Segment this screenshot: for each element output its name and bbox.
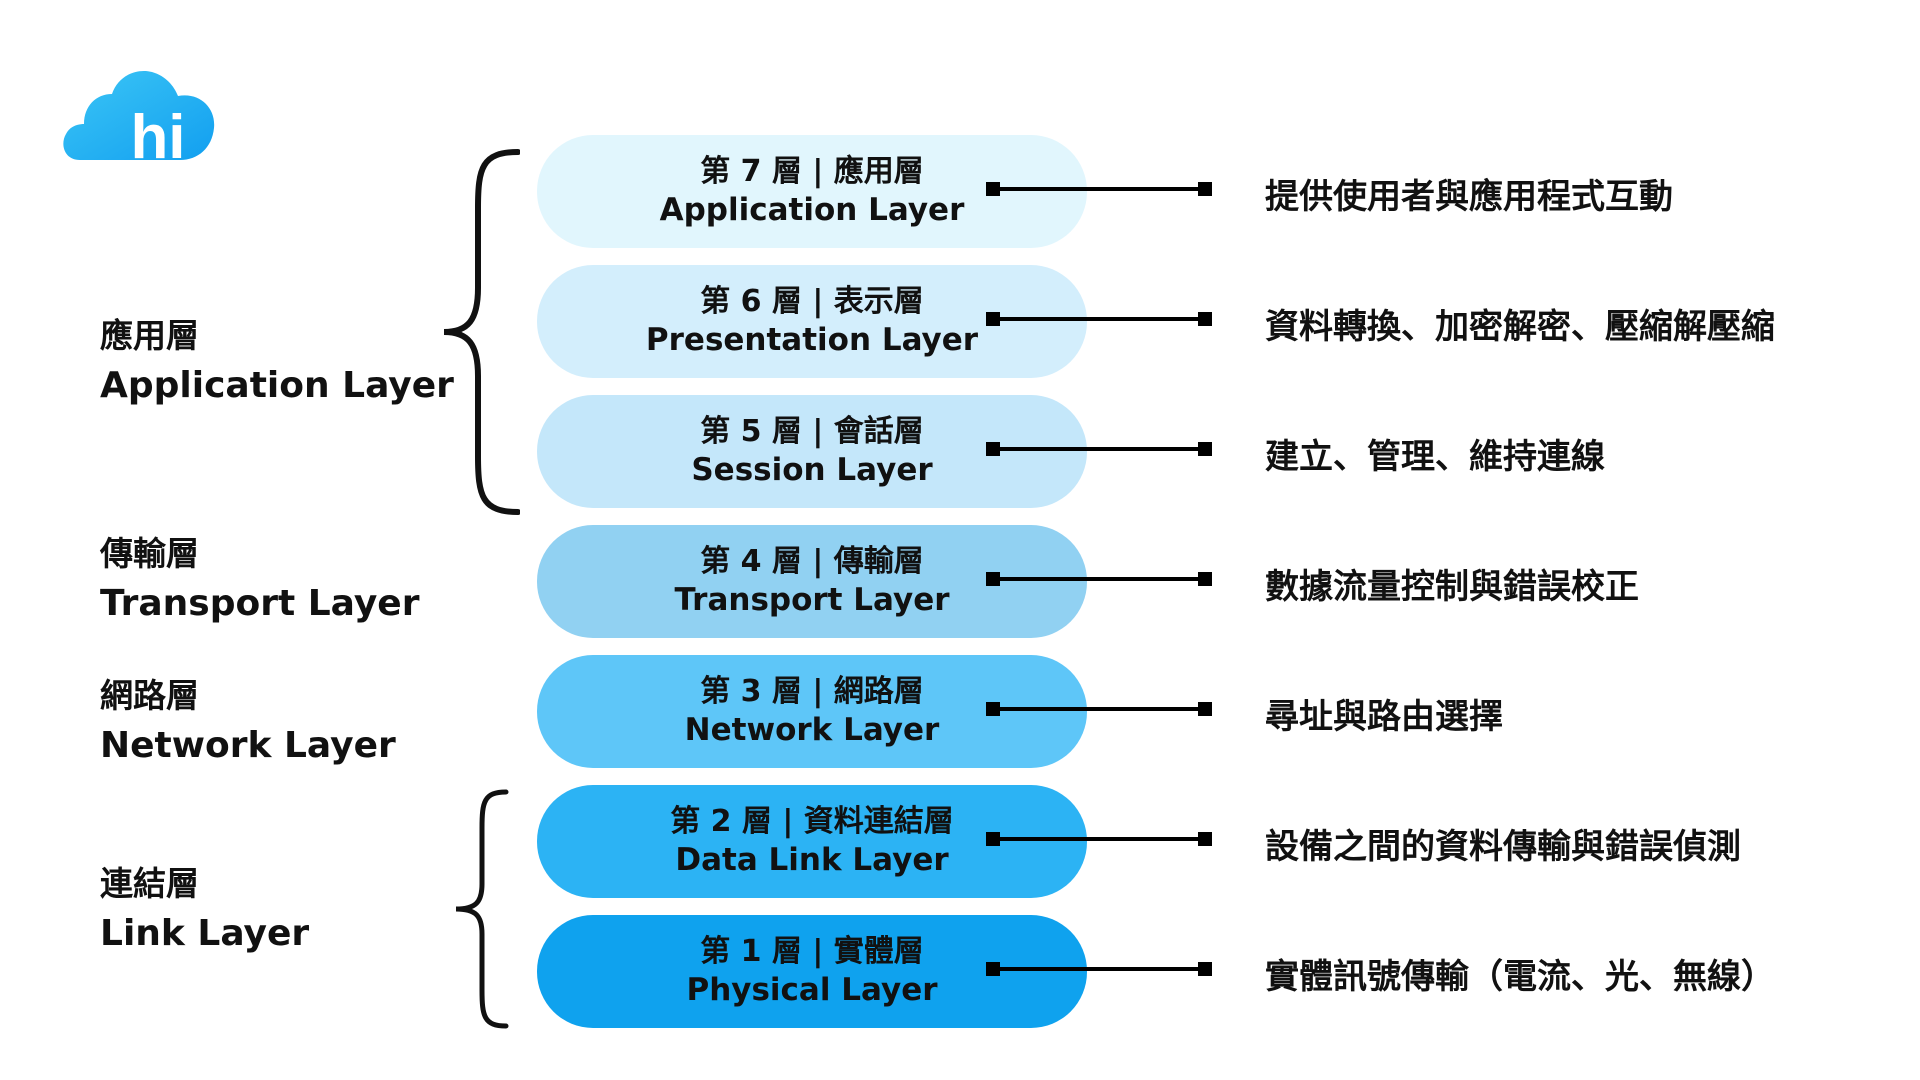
layer-1-name: Physical Layer [686,971,938,1008]
layer-3-title: 第 3 層 | 網路層 [700,674,924,710]
group-application: 應用層 Application Layer [100,312,454,412]
layer-4-name: Transport Layer [674,581,950,618]
layer-1-description: 實體訊號傳輸（電流、光、無線） [1265,957,1775,997]
group-network-en: Network Layer [100,724,396,766]
layer-3-name: Network Layer [684,711,940,748]
group-network-zh: 網路層 [100,676,199,715]
group-application-en: Application Layer [100,364,454,406]
layer-6-description: 資料轉換、加密解密、壓縮解壓縮 [1265,307,1775,347]
layer-2-title: 第 2 層 | 資料連結層 [670,804,954,840]
connector-4 [986,572,1212,586]
layer-5-name: Session Layer [691,451,933,488]
logo: hi [60,62,220,172]
layer-5-title: 第 5 層 | 會話層 [700,414,924,450]
layer-2-description: 設備之間的資料傳輸與錯誤偵測 [1265,827,1741,867]
link-group-brace [455,789,509,1029]
connector-5 [986,442,1212,456]
group-link: 連結層 Link Layer [100,860,309,960]
connector-3 [986,702,1212,716]
layer-4-title: 第 4 層 | 傳輸層 [700,544,924,580]
application-group-brace [443,149,520,515]
layer-1-title: 第 1 層 | 實體層 [700,934,924,970]
layer-6-title: 第 6 層 | 表示層 [700,284,924,320]
layer-6-name: Presentation Layer [645,321,979,358]
group-transport: 傳輸層 Transport Layer [100,530,419,630]
layer-7-title: 第 7 層 | 應用層 [700,154,924,190]
connector-7 [986,182,1212,196]
connector-6 [986,312,1212,326]
group-application-zh: 應用層 [100,316,199,355]
connector-2 [986,832,1212,846]
layer-3-description: 尋址與路由選擇 [1265,697,1503,737]
layer-7-name: Application Layer [659,191,965,228]
layer-2-name: Data Link Layer [675,841,949,878]
group-network: 網路層 Network Layer [100,672,396,772]
group-link-en: Link Layer [100,912,310,954]
group-link-zh: 連結層 [100,864,199,903]
layer-4-description: 數據流量控制與錯誤校正 [1265,567,1639,607]
connector-1 [986,962,1212,976]
group-transport-en: Transport Layer [100,582,420,624]
logo-text: hi [130,103,185,172]
layer-6-presentation: 第 6 層 | 表示層 Presentation Layer [537,265,1087,378]
layer-3-network: 第 3 層 | 網路層 Network Layer [537,655,1087,768]
group-transport-zh: 傳輸層 [100,534,199,573]
layer-7-description: 提供使用者與應用程式互動 [1265,177,1673,217]
cloud-logo-icon: hi [63,70,215,172]
layer-5-description: 建立、管理、維持連線 [1265,437,1605,477]
